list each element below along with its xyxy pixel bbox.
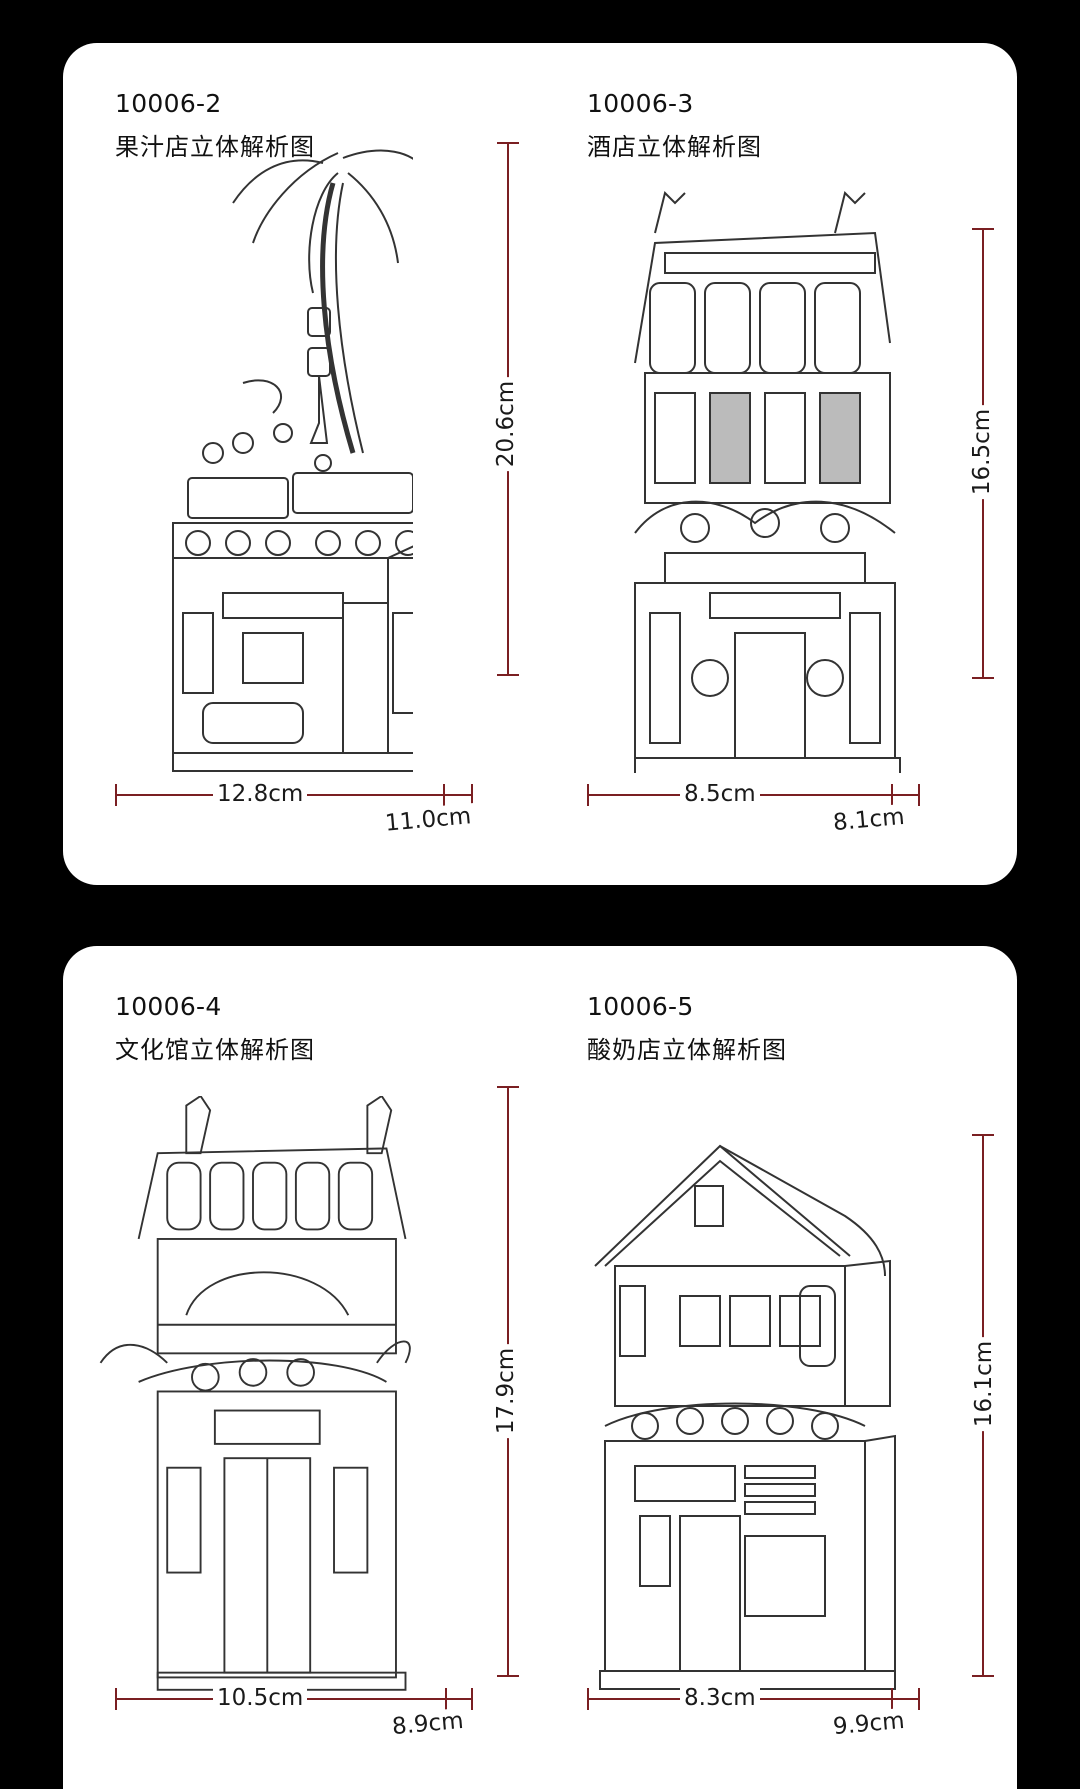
depth-tick <box>443 784 445 806</box>
juice-shop-drawing <box>172 149 413 772</box>
height-tick-top <box>972 228 994 230</box>
hotel-drawing <box>634 191 901 773</box>
width-tick-left <box>115 1688 117 1710</box>
model-code: 10006-5 <box>587 992 694 1021</box>
depth-label: 8.1cm <box>828 803 910 837</box>
width-tick-right <box>471 1688 473 1710</box>
model-title: 酸奶店立体解析图 <box>587 1036 787 1064</box>
height-tick-bottom <box>972 1675 994 1677</box>
height-label: 17.9cm <box>493 1343 520 1439</box>
model-title: 果汁店立体解析图 <box>115 133 315 161</box>
model-title: 酒店立体解析图 <box>587 133 762 161</box>
depth-label: 11.0cm <box>380 802 477 838</box>
height-label: 16.1cm <box>971 1336 998 1432</box>
model-code: 10006-4 <box>115 992 222 1021</box>
model-code: 10006-3 <box>587 89 694 118</box>
model-juice-shop: 10006-2 果汁店立体解析图 <box>63 43 540 885</box>
cultural-center-drawing <box>99 1096 411 1691</box>
depth-tick <box>891 784 893 806</box>
model-hotel: 10006-3 酒店立体解析图 <box>535 43 1012 885</box>
depth-label: 8.9cm <box>387 1707 469 1741</box>
model-code: 10006-2 <box>115 89 222 118</box>
height-label: 16.5cm <box>969 404 996 500</box>
width-label: 10.5cm <box>213 1685 308 1711</box>
width-tick-right <box>471 784 473 806</box>
height-tick-bottom <box>497 1675 519 1677</box>
height-tick-bottom <box>972 677 994 679</box>
model-title: 文化馆立体解析图 <box>115 1036 315 1064</box>
model-yogurt-shop: 10006-5 酸奶店立体解析图 <box>535 946 1012 1789</box>
model-cultural-center: 10006-4 文化馆立体解析图 <box>63 946 540 1789</box>
width-label: 8.3cm <box>680 1685 760 1711</box>
width-tick-right <box>918 1688 920 1710</box>
height-label: 20.6cm <box>493 376 520 472</box>
width-tick-left <box>115 784 117 806</box>
width-label: 8.5cm <box>680 781 760 807</box>
product-card-top: 10006-2 果汁店立体解析图 <box>63 43 1017 885</box>
width-tick-left <box>587 784 589 806</box>
height-tick-bottom <box>497 674 519 676</box>
width-tick-right <box>918 784 920 806</box>
height-tick-top <box>972 1134 994 1136</box>
depth-label: 9.9cm <box>828 1707 910 1741</box>
depth-tick <box>891 1688 893 1710</box>
height-tick-top <box>497 142 519 144</box>
width-tick-left <box>587 1688 589 1710</box>
width-label: 12.8cm <box>213 781 308 807</box>
product-card-bottom: 10006-4 文化馆立体解析图 <box>63 946 1017 1789</box>
height-tick-top <box>497 1086 519 1088</box>
depth-tick <box>445 1688 447 1710</box>
yogurt-shop-drawing <box>594 1144 896 1690</box>
